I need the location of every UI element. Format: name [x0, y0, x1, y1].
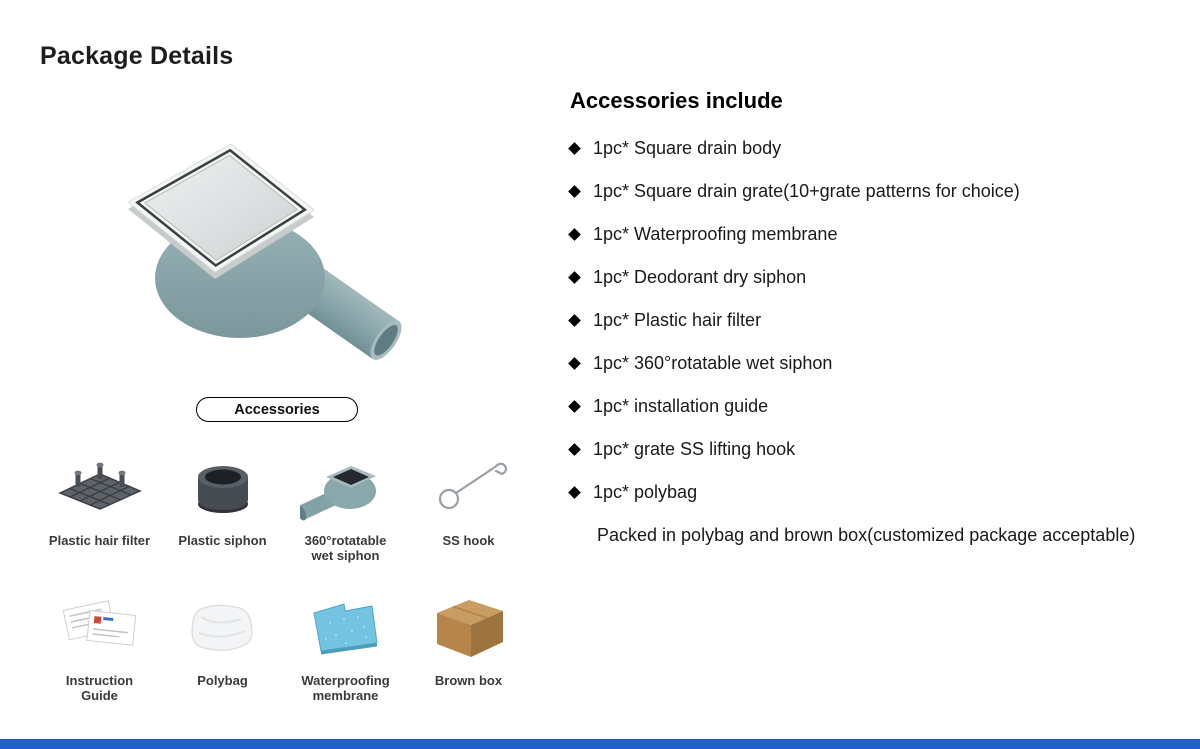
accessory-label: Instruction Guide: [65, 673, 134, 704]
brown-box-icon: [423, 587, 515, 665]
accessory-item-text: 1pc* Plastic hair filter: [593, 310, 762, 330]
accessory-item-text: 1pc* Square drain grate(10+grate pattern…: [593, 181, 1020, 201]
accessory-item-text: 1pc* Waterproofing membrane: [593, 224, 838, 244]
accessories-include-heading: Accessories include: [570, 88, 783, 113]
list-item: 1pc* Deodorant dry siphon: [568, 256, 1020, 299]
accessory-cell: Instruction Guide: [38, 587, 161, 705]
accessory-cell: Brown box: [407, 587, 530, 705]
packed-note: Packed in polybag and brown box(customiz…: [597, 525, 1136, 545]
square-drain-illustration: [127, 143, 402, 360]
list-item: 1pc* 360°rotatable wet siphon: [568, 342, 1020, 385]
accessory-label: Plastic hair filter: [48, 533, 151, 548]
accessories-list: 1pc* Square drain body 1pc* Square drain…: [568, 127, 1020, 514]
diamond-bullet-icon: [568, 357, 581, 370]
accessories-badge: Accessories: [196, 397, 358, 422]
accessory-cell: SS hook: [407, 447, 530, 565]
list-item: 1pc* Plastic hair filter: [568, 299, 1020, 342]
diamond-bullet-icon: [568, 400, 581, 413]
accessory-item-text: 1pc* grate SS lifting hook: [593, 439, 796, 459]
diamond-bullet-icon: [568, 228, 581, 241]
accessory-item-text: 1pc* Square drain body: [593, 138, 782, 158]
bottom-accent-bar: [0, 739, 1200, 749]
accessories-grid: Plastic hair filter Plastic siphon: [38, 447, 530, 705]
diamond-bullet-icon: [568, 185, 581, 198]
accessory-cell: Polybag: [161, 587, 284, 705]
list-item: 1pc* Square drain grate(10+grate pattern…: [568, 170, 1020, 213]
accessory-cell: Plastic hair filter: [38, 447, 161, 565]
polybag-icon: [177, 587, 269, 665]
list-item: 1pc* grate SS lifting hook: [568, 428, 1020, 471]
diamond-bullet-icon: [568, 142, 581, 155]
accessory-item-text: 1pc* Deodorant dry siphon: [593, 267, 807, 287]
list-item: 1pc* polybag: [568, 471, 1020, 514]
plastic-hair-filter-icon: [54, 447, 146, 525]
accessory-label: SS hook: [442, 533, 495, 548]
accessory-item-text: 1pc* polybag: [593, 482, 698, 502]
diamond-bullet-icon: [568, 486, 581, 499]
accessory-label: Brown box: [434, 673, 503, 688]
accessory-cell: Waterproofing membrane: [284, 587, 407, 705]
accessory-label: Polybag: [197, 673, 248, 688]
main-product-image: [95, 95, 425, 385]
diamond-bullet-icon: [568, 271, 581, 284]
instruction-guide-icon: [54, 587, 146, 665]
accessory-label: 360°rotatable wet siphon: [304, 533, 387, 564]
plastic-siphon-icon: [177, 447, 269, 525]
list-item: 1pc* Waterproofing membrane: [568, 213, 1020, 256]
accessory-label: Plastic siphon: [178, 533, 267, 548]
list-item: 1pc* Square drain body: [568, 127, 1020, 170]
list-item: 1pc* installation guide: [568, 385, 1020, 428]
ss-hook-icon: [423, 447, 515, 525]
accessory-cell: 360°rotatable wet siphon: [284, 447, 407, 565]
accessory-label: Waterproofing membrane: [301, 673, 390, 704]
diamond-bullet-icon: [568, 314, 581, 327]
page-title: Package Details: [40, 42, 234, 70]
rotatable-wet-siphon-icon: [299, 447, 392, 525]
diamond-bullet-icon: [568, 443, 581, 456]
accessory-cell: Plastic siphon: [161, 447, 284, 565]
accessory-item-text: 1pc* 360°rotatable wet siphon: [593, 353, 833, 373]
accessory-item-text: 1pc* installation guide: [593, 396, 769, 416]
waterproofing-membrane-icon: [300, 587, 392, 665]
